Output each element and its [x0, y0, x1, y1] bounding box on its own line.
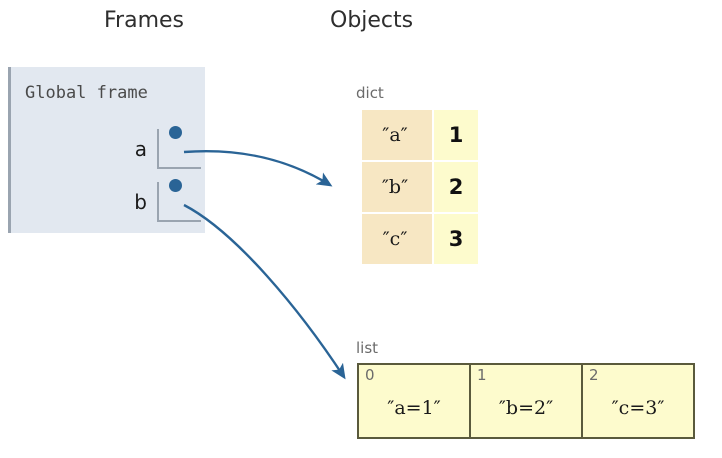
- dict-key-cell: ″a″: [362, 110, 432, 160]
- list-value: ″b=2″: [498, 397, 554, 419]
- arrow-curved-b-to-list: [183, 203, 346, 380]
- pointer-dot-icon: [169, 126, 182, 139]
- objects-column-header: Objects: [330, 8, 414, 33]
- variable-slot-b: [157, 179, 201, 222]
- pointer-dot-icon: [169, 179, 182, 192]
- variable-slot-a: [157, 126, 201, 169]
- frames-column-header: Frames: [104, 8, 185, 33]
- dict-type-label: dict: [356, 84, 384, 102]
- list-index-label: 1: [477, 366, 487, 384]
- list-index-label: 2: [589, 366, 599, 384]
- arrow-curved-a-to-dict: [183, 149, 333, 187]
- variable-name-b: b: [134, 190, 147, 214]
- table-row: ″a″ 1: [362, 110, 478, 160]
- list-cell-0: 0 ″a=1″: [357, 363, 471, 439]
- global-frame-title: Global frame: [25, 83, 148, 103]
- table-row: 0 ″a=1″ 1 ″b=2″ 2 ″c=3″: [357, 363, 695, 439]
- list-value: ″c=3″: [611, 397, 665, 419]
- variable-row-a[interactable]: a: [119, 126, 201, 171]
- dict-value-cell: 1: [434, 110, 478, 160]
- list-cell-1: 1 ″b=2″: [469, 363, 583, 439]
- list-cell-2: 2 ″c=3″: [581, 363, 695, 439]
- variable-row-b[interactable]: b: [119, 179, 201, 224]
- dict-object-table: ″a″ 1 ″b″ 2 ″c″ 3: [360, 108, 480, 266]
- dict-key-cell: ″c″: [362, 214, 432, 264]
- dict-value-cell: 2: [434, 162, 478, 212]
- table-row: ″c″ 3: [362, 214, 478, 264]
- list-value: ″a=1″: [387, 397, 441, 419]
- global-frame-box: Global frame a b: [8, 67, 205, 233]
- list-type-label: list: [356, 339, 379, 357]
- table-row: ″b″ 2: [362, 162, 478, 212]
- dict-value-cell: 3: [434, 214, 478, 264]
- variable-name-a: a: [134, 137, 147, 161]
- list-object-table: 0 ″a=1″ 1 ″b=2″ 2 ″c=3″: [357, 363, 695, 439]
- dict-key-cell: ″b″: [362, 162, 432, 212]
- list-index-label: 0: [365, 366, 375, 384]
